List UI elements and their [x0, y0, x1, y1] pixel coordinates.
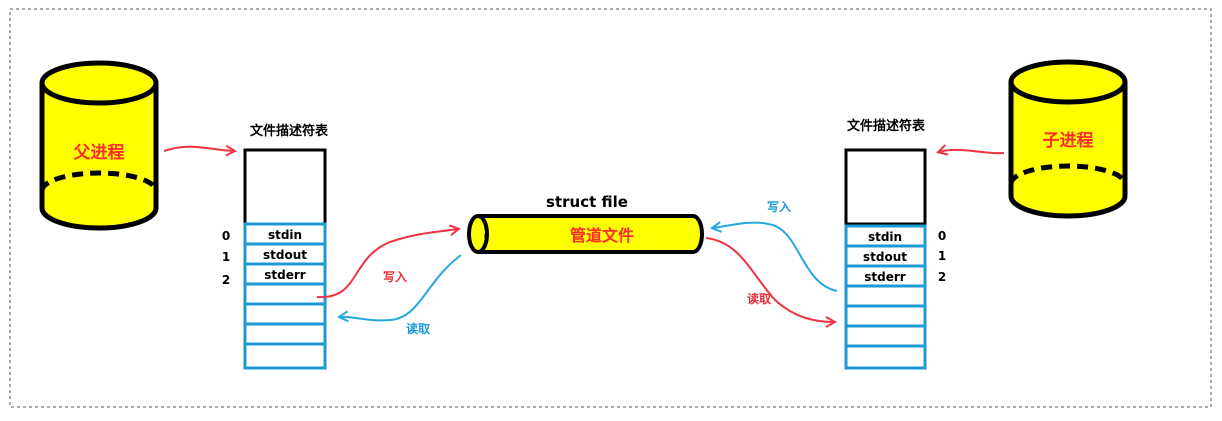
right-table-slot — [844, 304, 927, 328]
left-table-slot — [243, 282, 327, 306]
left-slot-stdin: stdin — [268, 228, 302, 242]
left-slot-stderr: stderr — [264, 268, 306, 282]
left-fd-table: 文件描述符表 stdin stdout stderr 0 1 2 — [222, 123, 329, 370]
left-read-label: 读取 — [406, 321, 430, 336]
parent-process-label: 父进程 — [73, 143, 125, 163]
right-slot-stdin: stdin — [868, 230, 902, 244]
left-table-slot — [243, 342, 327, 370]
right-read-label: 读取 — [747, 291, 771, 306]
right-fd-table: 文件描述符表 stdin stdout stderr 0 1 2 — [844, 118, 946, 370]
right-index-1: 1 — [938, 249, 946, 263]
child-process-cylinder: 子进程 — [1008, 59, 1128, 219]
left-write-label: 写入 — [383, 270, 407, 284]
left-slot-stdout: stdout — [263, 248, 307, 262]
left-write-arrow — [316, 229, 458, 299]
right-write-label: 写入 — [767, 200, 791, 214]
pipe-file: struct file 管道文件 — [467, 193, 704, 254]
right-index-0: 0 — [938, 229, 946, 243]
right-table-slot — [844, 284, 927, 308]
left-table-slot — [243, 302, 327, 326]
pipe-label: 管道文件 — [570, 226, 634, 245]
left-read-arrow — [340, 254, 462, 320]
right-index-2: 2 — [938, 270, 946, 284]
left-index-2: 2 — [222, 273, 230, 287]
left-index-1: 1 — [222, 250, 230, 264]
right-table-header-block — [844, 148, 927, 226]
right-table-slot — [844, 344, 927, 370]
left-table-header-block — [243, 148, 327, 226]
left-index-0: 0 — [222, 229, 230, 243]
right-slot-stderr: stderr — [864, 270, 906, 284]
right-write-arrow — [713, 223, 838, 292]
right-table-slot — [844, 324, 927, 348]
right-read-arrow — [705, 237, 834, 322]
parent-process-cylinder: 父进程 — [39, 60, 159, 231]
outer-dashed-frame — [9, 8, 1212, 408]
pipe-title: struct file — [546, 193, 628, 211]
parent-to-table-arrow — [163, 147, 234, 151]
left-table-title: 文件描述符表 — [250, 123, 329, 139]
right-slot-stdout: stdout — [863, 250, 907, 264]
child-to-table-arrow — [939, 150, 1005, 153]
child-process-label: 子进程 — [1043, 131, 1094, 151]
right-table-title: 文件描述符表 — [847, 118, 926, 134]
left-table-slot — [243, 322, 327, 346]
